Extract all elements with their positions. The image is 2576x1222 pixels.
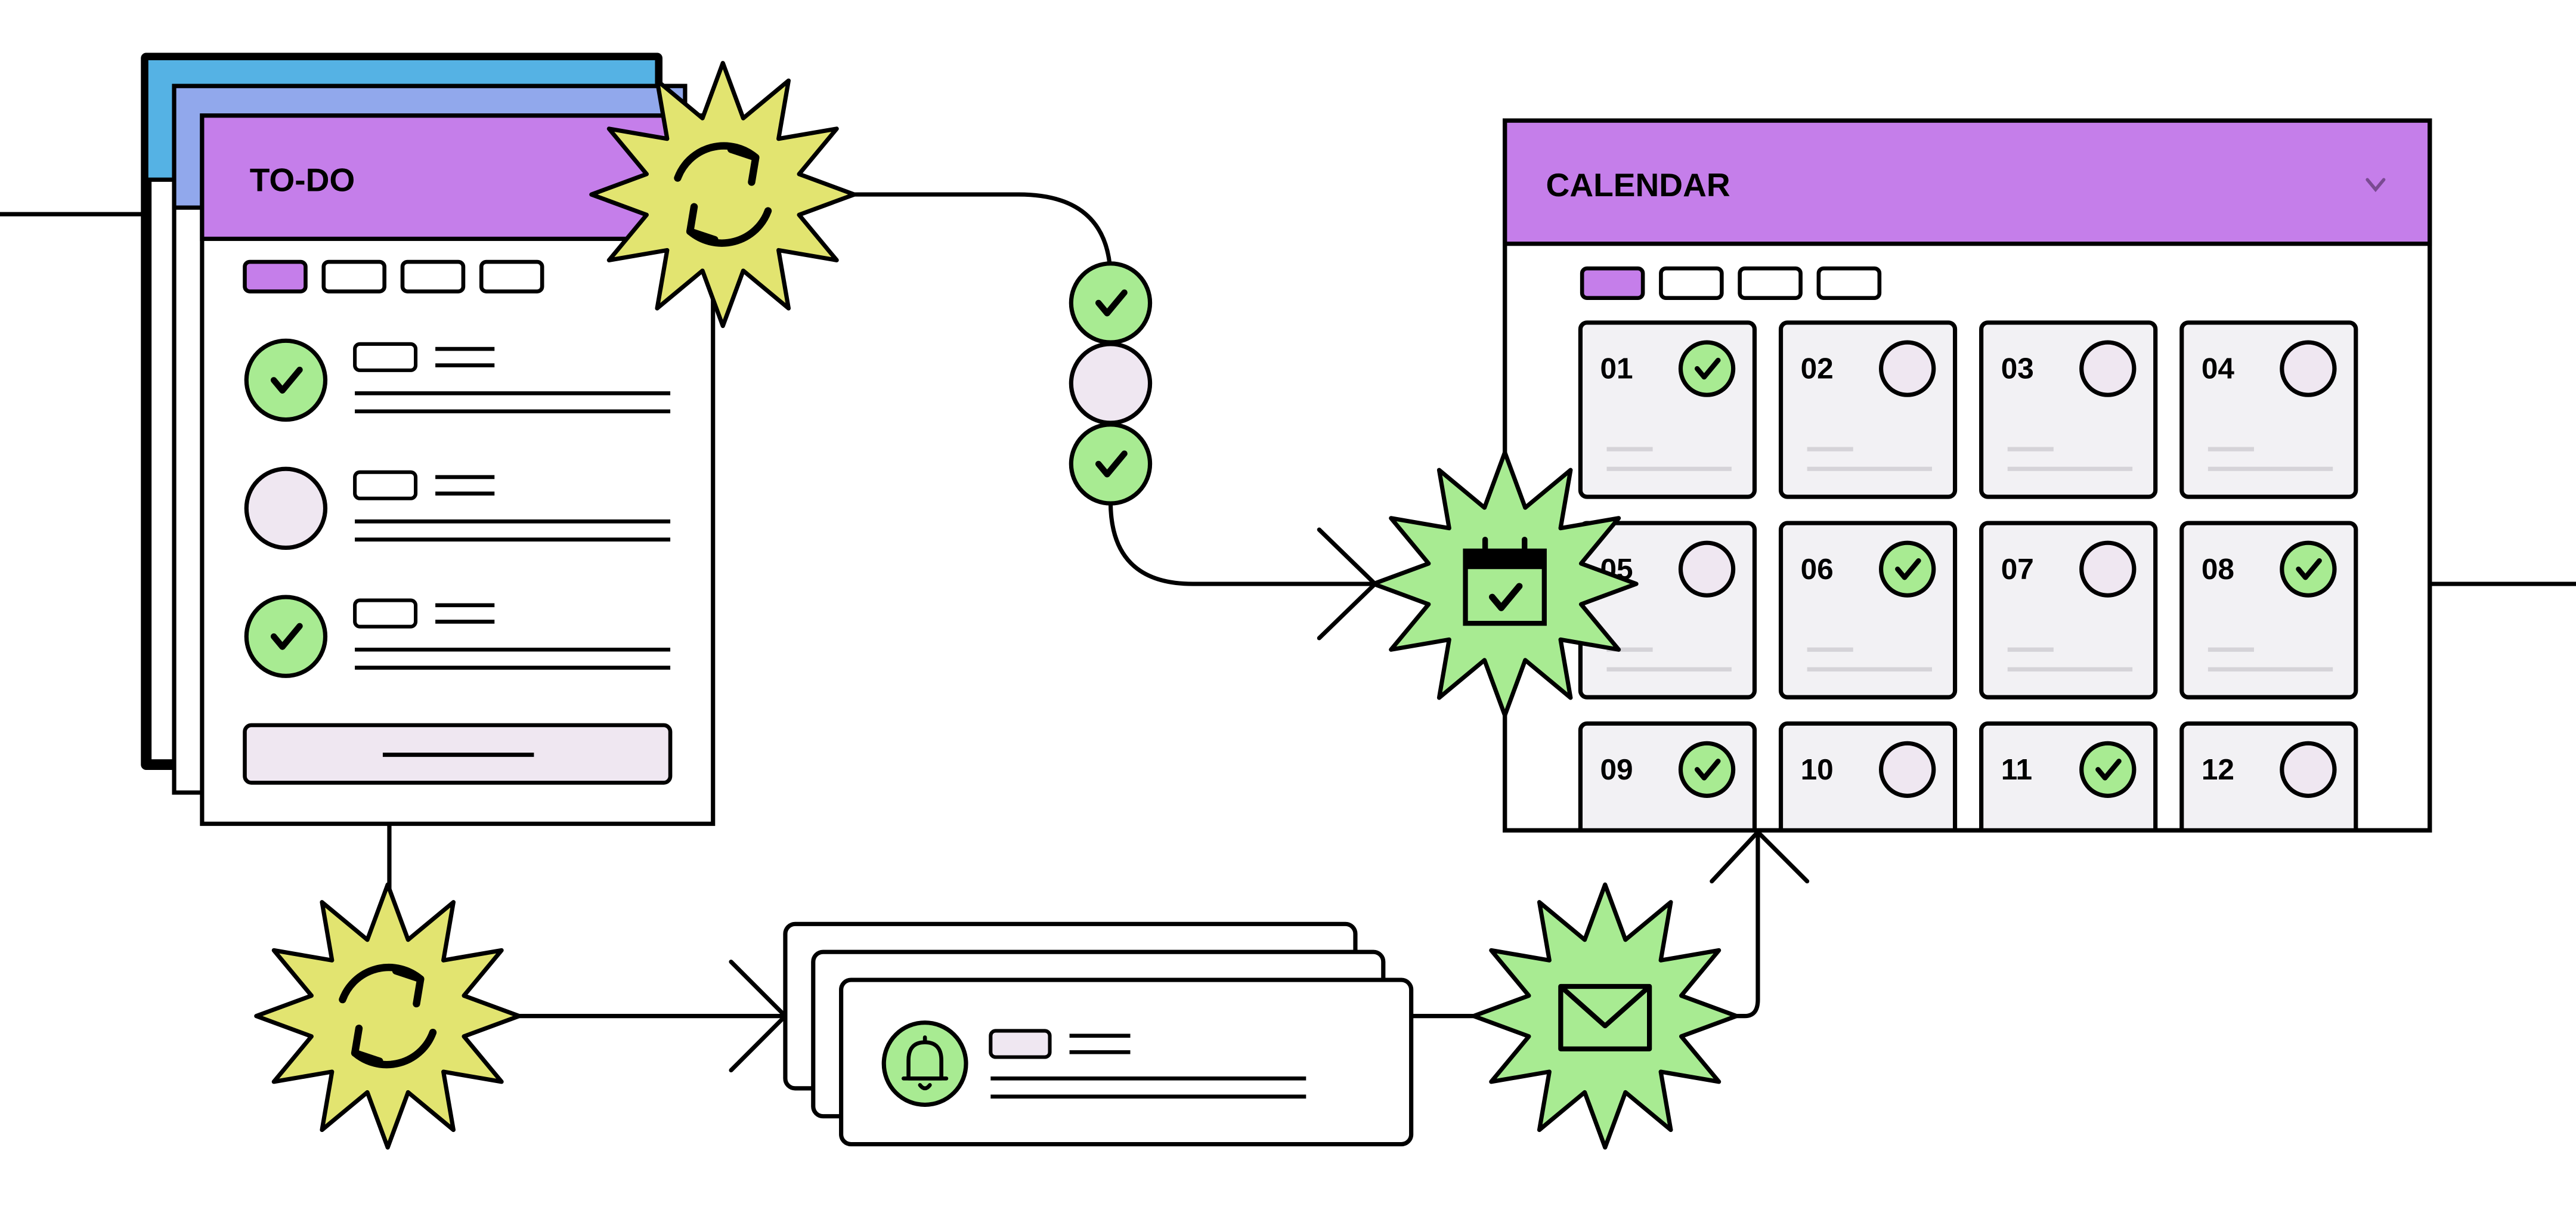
calendar-badge[interactable] (1371, 450, 1639, 718)
todo-list (244, 338, 671, 678)
sync-badge-bottom[interactable] (254, 882, 522, 1150)
day-status-circle[interactable] (1879, 340, 1936, 397)
todo-item[interactable] (244, 466, 671, 550)
mail-badge[interactable] (1471, 882, 1739, 1150)
connector-step (1069, 261, 1153, 345)
day-label: 07 (2001, 552, 2034, 586)
todo-tab-bar (243, 259, 544, 293)
day-status-circle[interactable] (1678, 340, 1736, 397)
day-label: 12 (2202, 753, 2234, 786)
status-circle[interactable] (244, 338, 328, 422)
calendar-day-card[interactable]: 08 (2179, 521, 2358, 700)
mail-icon (1558, 983, 1652, 1051)
notification-stack (783, 921, 1414, 1147)
day-label: 11 (2001, 753, 2032, 786)
status-circle[interactable] (244, 466, 328, 550)
day-status-circle[interactable] (2079, 540, 2137, 598)
day-status-circle[interactable] (2280, 741, 2337, 799)
todo-tab[interactable] (479, 259, 544, 293)
day-status-circle[interactable] (2079, 340, 2137, 397)
todo-item[interactable] (244, 338, 671, 422)
todo-item[interactable] (244, 595, 671, 678)
day-label: 10 (1801, 753, 1834, 786)
day-status-circle[interactable] (1678, 540, 1736, 598)
notification-card[interactable] (839, 977, 1414, 1147)
calendar-tab[interactable] (1738, 266, 1803, 300)
day-label: 04 (2202, 352, 2235, 385)
calendar-day-card[interactable]: 10 (1778, 721, 1958, 898)
calendar-tab-bar (1580, 266, 1882, 300)
calendar-day-card[interactable]: 04 (2179, 320, 2358, 499)
calendar-day-card[interactable]: 05 (1578, 521, 1757, 700)
calendar-window: CALENDAR 01 02 03 04 05 06 07 08 09 10 11 12 (1503, 118, 2432, 898)
day-status-circle[interactable] (1879, 540, 1936, 598)
day-label: 03 (2001, 352, 2034, 385)
day-label: 02 (1801, 352, 1834, 385)
day-label: 09 (1600, 753, 1633, 786)
mail-to-calendar-path (1723, 830, 1760, 1019)
day-status-circle[interactable] (1678, 741, 1736, 799)
status-circle[interactable] (244, 595, 328, 678)
calendar-check-icon (1463, 536, 1547, 626)
calendar-day-card[interactable]: 09 (1578, 721, 1757, 898)
connector-step (1069, 422, 1153, 506)
day-status-circle[interactable] (1879, 741, 1936, 799)
todo-window: TO-DO (200, 113, 716, 826)
calendar-day-card[interactable]: 03 (1979, 320, 2158, 499)
day-label: 06 (1801, 552, 1834, 586)
day-label: 01 (1600, 352, 1633, 385)
day-label: 08 (2202, 552, 2234, 586)
calendar-day-card[interactable]: 07 (1979, 521, 2158, 700)
calendar-day-card[interactable]: 11 (1979, 721, 2158, 898)
calendar-tab-active[interactable] (1580, 266, 1645, 300)
calendar-tab[interactable] (1659, 266, 1724, 300)
todo-title: TO-DO (250, 162, 355, 199)
calendar-grid: 01 02 03 04 05 06 07 08 09 10 11 12 (1578, 320, 2358, 898)
calendar-day-card[interactable]: 06 (1778, 521, 1958, 700)
bell-icon (902, 1035, 949, 1091)
day-status-circle[interactable] (2280, 340, 2337, 397)
todo-tab[interactable] (321, 259, 387, 293)
chevron-down-icon[interactable] (2366, 178, 2386, 193)
todo-tab[interactable] (400, 259, 466, 293)
calendar-day-card[interactable]: 12 (2179, 721, 2358, 898)
day-status-circle[interactable] (2079, 741, 2137, 799)
calendar-day-card[interactable]: 01 (1578, 320, 1757, 499)
calendar-tab[interactable] (1816, 266, 1882, 300)
connector-step (1069, 342, 1153, 425)
sync-badge-top[interactable] (589, 61, 857, 329)
calendar-day-card[interactable]: 02 (1778, 320, 1958, 499)
calendar-title: CALENDAR (1546, 166, 1730, 203)
todo-tab-active[interactable] (243, 259, 308, 293)
calendar-header (1503, 118, 2432, 246)
connector-steps (1069, 261, 1153, 506)
day-status-circle[interactable] (2280, 540, 2337, 598)
